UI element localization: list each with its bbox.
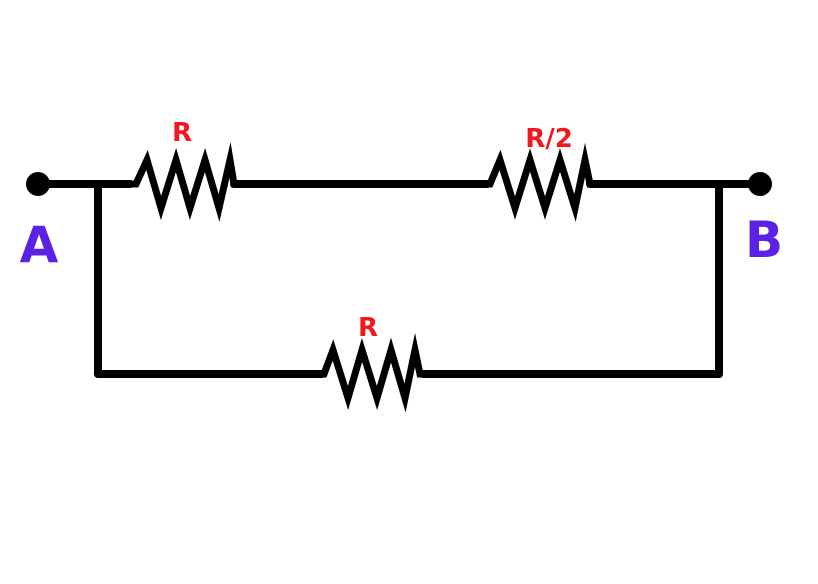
- resistor-r1-label: R: [172, 118, 192, 148]
- resistor-r2: [482, 142, 596, 222]
- resistor-r3: [316, 332, 428, 413]
- node-a-dot: [26, 172, 50, 196]
- node-b-label: B: [745, 211, 783, 269]
- resistor-r2-label: R/2: [525, 124, 573, 154]
- node-b-dot: [748, 172, 772, 196]
- resistor-r3-label: R: [358, 313, 378, 343]
- resistor-r1: [128, 141, 240, 222]
- node-a-label: A: [20, 216, 59, 274]
